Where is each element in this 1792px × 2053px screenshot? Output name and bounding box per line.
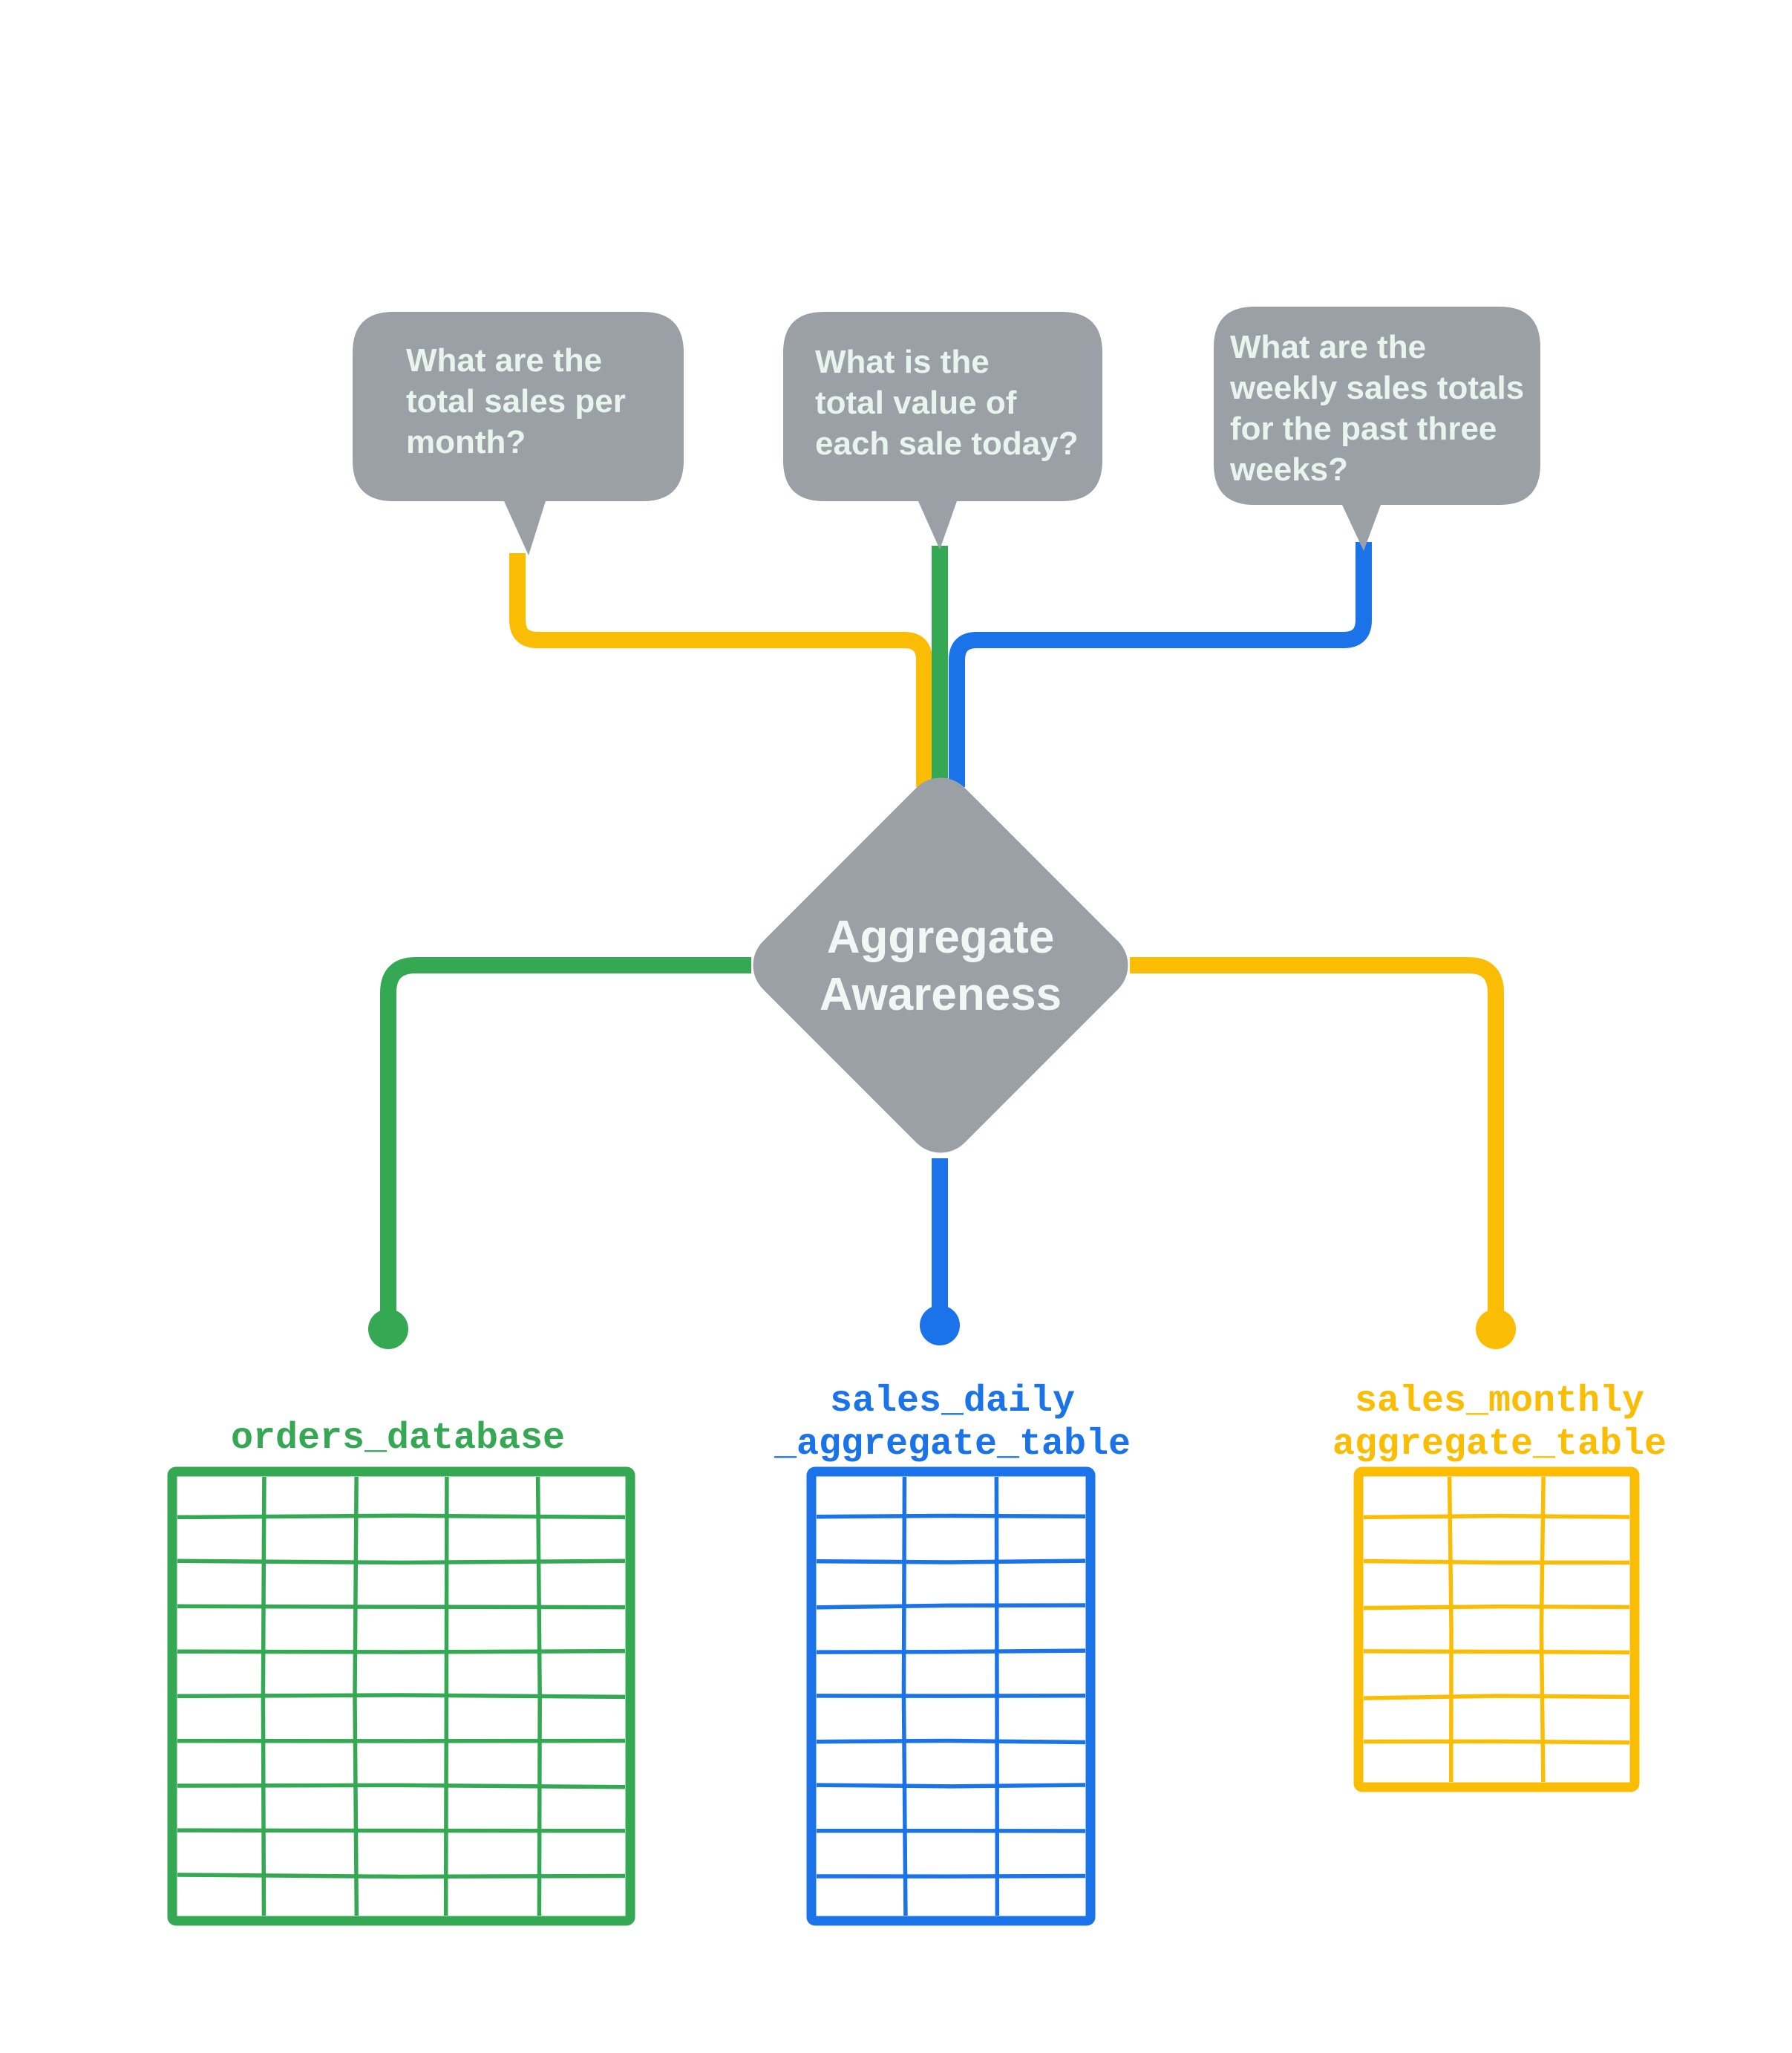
edge-endpoints-layer	[368, 1305, 1516, 1349]
table-row-divider	[1364, 1561, 1629, 1563]
endpoint-dot-sales-daily-table	[920, 1305, 960, 1345]
table-row-divider	[817, 1785, 1085, 1786]
edge-to-sales-monthly-table	[1130, 965, 1496, 1322]
table-row-divider	[1364, 1651, 1629, 1653]
bubble-line-monthly-2: total sales per	[406, 383, 626, 420]
table-label-sales-daily: sales_daily _aggregate_table	[774, 1380, 1131, 1466]
table-row-divider	[177, 1515, 625, 1517]
center-node-label-line1: Aggregate	[827, 912, 1055, 963]
bubble-line-weekly-4: weeks?	[1229, 451, 1348, 488]
table-row-divider	[177, 1651, 625, 1652]
bubble-line-weekly-1: What are the	[1230, 329, 1426, 365]
question-bubble-daily[interactable]: What is the total value of each sale tod…	[783, 312, 1102, 549]
table-row-divider	[1364, 1607, 1629, 1608]
table-row-divider	[177, 1606, 625, 1607]
question-bubble-weekly[interactable]: What are the weekly sales totals for the…	[1214, 307, 1540, 551]
table-row-divider	[817, 1876, 1085, 1877]
bubble-line-daily-1: What is the	[815, 344, 990, 380]
center-node-label-line2: Awareness	[820, 969, 1062, 1020]
bubble-line-monthly-3: month?	[406, 424, 526, 460]
table-label-text-sales-monthly-2: aggregate_table	[1332, 1423, 1667, 1466]
table-column-divider	[1450, 1477, 1451, 1782]
table-grid-sales-daily[interactable]	[811, 1472, 1090, 1921]
table-column-divider	[1541, 1477, 1543, 1782]
table-row-divider	[817, 1605, 1085, 1608]
table-label-text-sales-monthly-1: sales_monthly	[1355, 1380, 1644, 1423]
table-row-divider	[817, 1651, 1085, 1652]
table-label-orders-database: orders_database	[231, 1417, 565, 1460]
table-grid-orders-database[interactable]	[172, 1472, 630, 1921]
table-row-divider	[1364, 1741, 1629, 1742]
table-grid-sales-monthly[interactable]	[1358, 1472, 1635, 1787]
center-node-aggregate-awareness[interactable]: Aggregate Awareness	[739, 763, 1142, 1166]
table-label-text-orders-database: orders_database	[231, 1417, 565, 1460]
bubble-line-daily-3: each sale today?	[815, 425, 1079, 462]
edge-to-orders-database	[388, 965, 751, 1322]
table-row-divider	[177, 1830, 625, 1831]
edge-monthly-question	[517, 553, 924, 787]
center-node-shape	[739, 763, 1142, 1166]
table-label-text-sales-daily-2: _aggregate_table	[774, 1423, 1131, 1466]
table-row-divider	[1364, 1696, 1629, 1698]
question-bubble-monthly[interactable]: What are the total sales per month?	[353, 312, 684, 555]
table-row-divider	[1364, 1516, 1629, 1518]
table-label-sales-monthly: sales_monthly aggregate_table	[1332, 1380, 1667, 1466]
table-row-divider	[817, 1740, 1085, 1742]
endpoint-dot-orders-database	[368, 1309, 408, 1349]
table-row-divider	[177, 1875, 625, 1876]
table-row-divider	[817, 1561, 1085, 1562]
table-label-text-sales-daily-1: sales_daily	[830, 1380, 1075, 1423]
table-row-divider	[817, 1515, 1085, 1516]
table-row-divider	[177, 1695, 625, 1697]
bubble-line-daily-2: total value of	[815, 385, 1017, 421]
endpoint-dot-sales-monthly-table	[1476, 1309, 1516, 1349]
table-row-divider	[177, 1561, 625, 1562]
table-row-divider	[177, 1785, 625, 1786]
bubble-line-monthly-1: What are the	[406, 342, 602, 379]
bubble-line-weekly-2: weekly sales totals	[1229, 370, 1524, 406]
bubble-line-weekly-3: for the past three	[1230, 411, 1497, 447]
edge-weekly-question	[957, 542, 1364, 787]
